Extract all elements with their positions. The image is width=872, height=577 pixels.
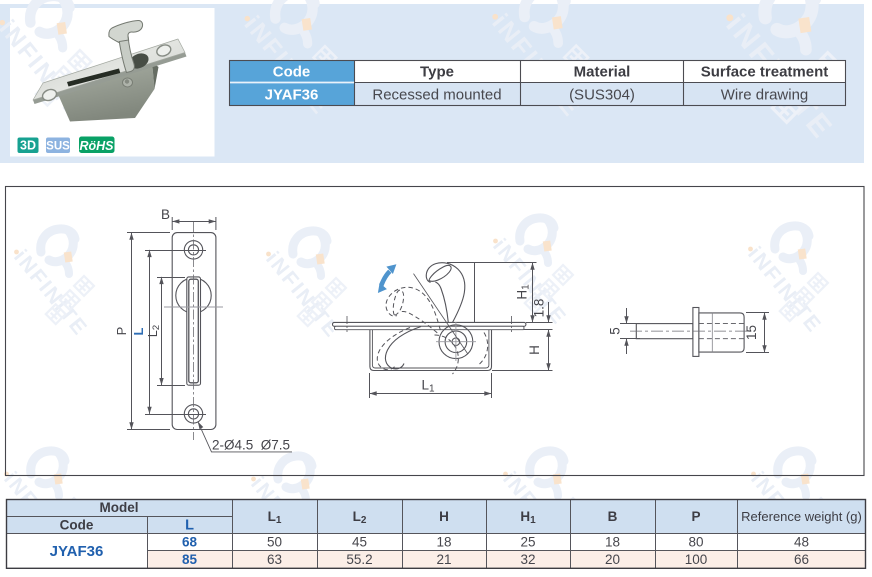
svg-text:3D: 3D [20, 139, 36, 153]
svg-text:Wire drawing: Wire drawing [721, 87, 809, 104]
svg-text:JYAF36: JYAF36 [265, 87, 319, 104]
svg-text:B: B [608, 509, 618, 524]
svg-text:B: B [161, 207, 170, 222]
svg-text:68: 68 [182, 535, 198, 550]
svg-text:5: 5 [608, 327, 623, 335]
svg-text:Code: Code [60, 518, 94, 533]
svg-text:18: 18 [436, 535, 451, 550]
svg-text:48: 48 [794, 535, 809, 550]
svg-text:20: 20 [605, 552, 620, 567]
svg-text:Material: Material [574, 64, 631, 81]
svg-text:15: 15 [744, 325, 759, 340]
svg-text:L: L [131, 327, 146, 335]
svg-text:1.8: 1.8 [532, 299, 547, 318]
svg-text:Reference weight (g): Reference weight (g) [741, 509, 862, 524]
svg-text:18: 18 [605, 535, 620, 550]
svg-text:H: H [439, 509, 449, 524]
svg-text:H: H [527, 345, 542, 355]
svg-text:P: P [691, 509, 700, 524]
svg-text:P: P [114, 327, 129, 336]
svg-text:32: 32 [520, 552, 535, 567]
svg-text:Code: Code [273, 64, 311, 81]
svg-text:85: 85 [182, 552, 198, 567]
svg-text:45: 45 [352, 535, 367, 550]
svg-text:Type: Type [420, 64, 454, 81]
svg-text:21: 21 [436, 552, 451, 567]
svg-text:63: 63 [267, 552, 282, 567]
svg-text:25: 25 [520, 535, 535, 550]
svg-text:80: 80 [688, 535, 703, 550]
svg-text:JYAF36: JYAF36 [50, 543, 104, 560]
svg-text:100: 100 [685, 552, 708, 567]
svg-text:50: 50 [267, 535, 282, 550]
svg-text:RöHS: RöHS [79, 139, 114, 153]
svg-text:Surface treatment: Surface treatment [701, 64, 829, 81]
svg-text:2-Ø4.5 Ø7.5: 2-Ø4.5 Ø7.5 [212, 438, 290, 453]
svg-text:(SUS304): (SUS304) [569, 87, 635, 104]
svg-text:55.2: 55.2 [346, 552, 372, 567]
svg-text:66: 66 [794, 552, 809, 567]
svg-text:Model: Model [100, 500, 139, 515]
svg-text:L: L [185, 518, 194, 534]
svg-text:SUS: SUS [46, 140, 70, 152]
svg-text:Recessed mounted: Recessed mounted [372, 87, 501, 104]
